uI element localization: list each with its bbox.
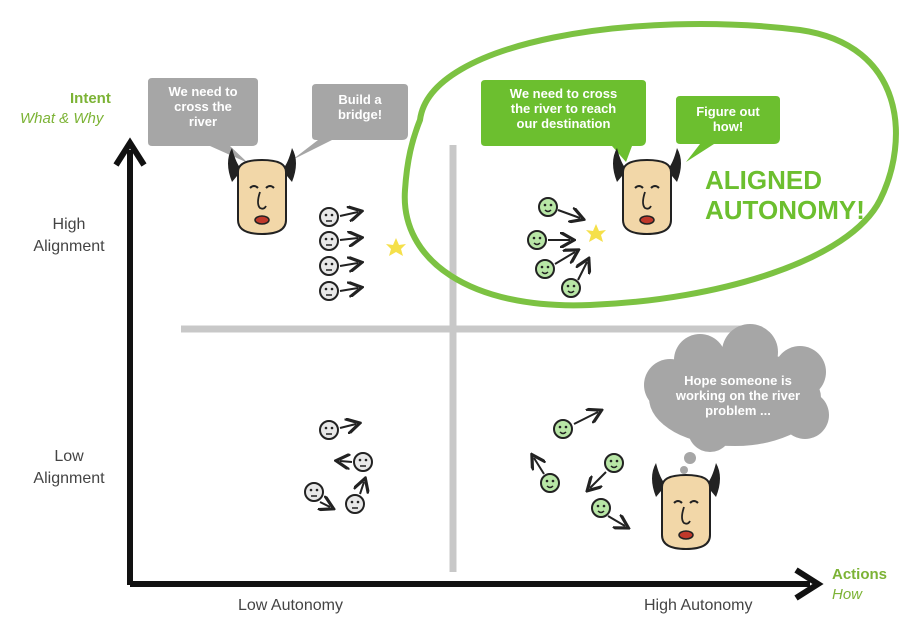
- manager-face-top-left: [227, 147, 297, 235]
- thought-cloud-text: Hope someone is working on the river pro…: [675, 373, 801, 418]
- goal-star-left: [386, 238, 406, 256]
- manager-face-top-right: [612, 147, 682, 235]
- team-green-bottom-right: [534, 412, 625, 526]
- y-axis-title: Intent: [70, 90, 111, 107]
- label-high-autonomy: High Autonomy: [644, 597, 753, 614]
- label-high-alignment: High Alignment: [33, 216, 105, 255]
- bubble-text-reach-destination: We need to cross the river to reach our …: [509, 86, 618, 131]
- speech-bubble-cross-river: [148, 78, 258, 163]
- bubble-text-figure-out: Figure out how!: [696, 104, 760, 134]
- y-axis-arrowhead: [113, 137, 147, 167]
- x-axis-title: Actions: [832, 566, 888, 583]
- thought-cloud: [644, 324, 829, 474]
- aligned-autonomy-headline: ALIGNED AUTONOMY!: [705, 165, 865, 225]
- team-green-top-right: [527, 197, 587, 298]
- speech-bubble-reach-destination: [481, 80, 646, 162]
- y-axis-subtitle: What & Why: [20, 110, 104, 127]
- label-low-alignment: Low Alignment: [33, 448, 105, 487]
- manager-face-bottom-right: [651, 462, 721, 550]
- team-gray-bottom-left: [304, 421, 373, 514]
- bubble-text-cross-river: We need to cross the river: [168, 84, 238, 129]
- label-low-autonomy: Low Autonomy: [238, 597, 343, 614]
- speech-bubble-figure-out: [676, 96, 780, 162]
- team-gray-top-left: [319, 208, 358, 301]
- aligned-autonomy-ellipse: [401, 21, 899, 309]
- x-axis-arrowhead: [794, 567, 824, 601]
- bubble-text-build-bridge: Build a bridge!: [337, 92, 383, 122]
- speech-bubble-build-bridge: [292, 84, 408, 160]
- goal-star-right: [586, 224, 606, 242]
- x-axis-subtitle: How: [832, 586, 863, 603]
